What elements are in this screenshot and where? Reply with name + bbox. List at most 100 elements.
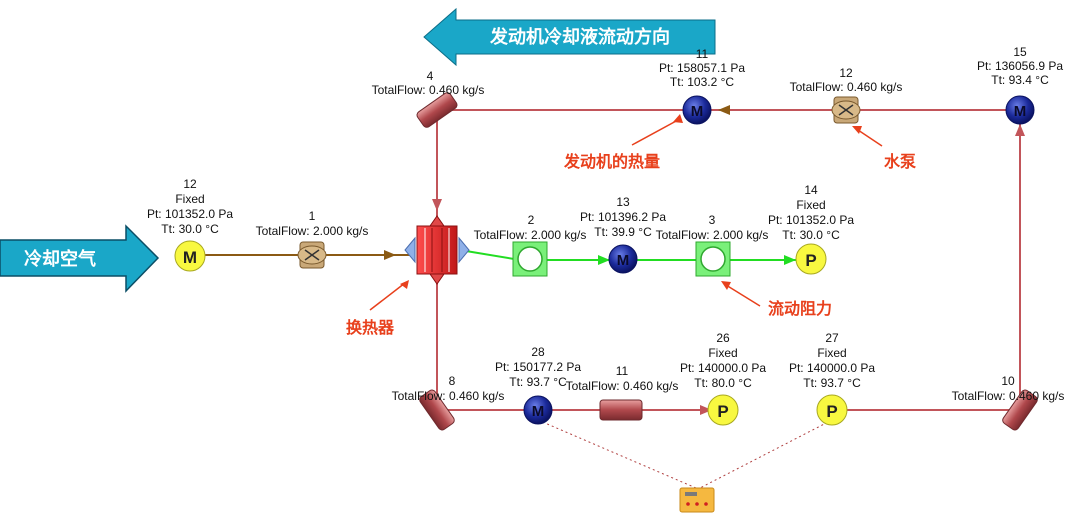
svg-text:TotalFlow: 2.000 kg/s: TotalFlow: 2.000 kg/s xyxy=(656,228,769,242)
annotation-arrows xyxy=(369,114,883,311)
svg-text:Pt: 150177.2 Pa: Pt: 150177.2 Pa xyxy=(495,360,581,374)
svg-text:10: 10 xyxy=(1001,374,1015,388)
svg-text:P: P xyxy=(717,402,728,421)
svg-text:M: M xyxy=(532,403,545,420)
svg-text:P: P xyxy=(826,402,837,421)
pipe-component-11[interactable] xyxy=(599,399,643,421)
cooling-air-banner: 冷却空气 xyxy=(0,224,160,293)
svg-text:Tt: 103.2 °C: Tt: 103.2 °C xyxy=(670,75,734,89)
svg-text:TotalFlow: 2.000 kg/s: TotalFlow: 2.000 kg/s xyxy=(474,228,587,242)
heat-exchanger-annotation: 换热器 xyxy=(346,318,395,337)
svg-text:Pt: 136056.9 Pa: Pt: 136056.9 Pa xyxy=(977,59,1063,73)
node-28-mixer[interactable]: M xyxy=(523,395,553,425)
node-27-fixed[interactable]: P xyxy=(816,394,848,426)
svg-text:Pt: 101396.2 Pa: Pt: 101396.2 Pa xyxy=(580,210,666,224)
svg-text:TotalFlow: 0.460 kg/s: TotalFlow: 0.460 kg/s xyxy=(566,379,679,393)
svg-text:Fixed: Fixed xyxy=(175,192,204,206)
label-node-10: 10 TotalFlow: 0.460 kg/s xyxy=(952,374,1065,403)
coolant-direction-banner: 发动机冷却液流动方向 xyxy=(423,7,716,67)
arrow-down-to-hx xyxy=(432,199,442,211)
heat-exchanger[interactable] xyxy=(404,215,470,285)
resistance-3[interactable] xyxy=(695,241,731,277)
label-node-4: 4 TotalFlow: 0.460 kg/s xyxy=(372,69,485,97)
svg-text:1: 1 xyxy=(309,209,316,223)
svg-text:Fixed: Fixed xyxy=(708,346,737,360)
svg-text:12: 12 xyxy=(839,66,853,80)
svg-text:12: 12 xyxy=(183,177,197,191)
engine-heat-annotation: 发动机的热量 xyxy=(563,152,660,171)
label-node-28: 28 Pt: 150177.2 Pa Tt: 93.7 °C xyxy=(495,345,581,389)
svg-text:11: 11 xyxy=(616,364,629,378)
arrow-up-to-15 xyxy=(1015,124,1025,136)
svg-text:Tt: 30.0 °C: Tt: 30.0 °C xyxy=(161,222,219,236)
node-13-mixer[interactable]: M xyxy=(608,244,638,274)
svg-text:28: 28 xyxy=(531,345,545,359)
svg-text:Tt: 93.7 °C: Tt: 93.7 °C xyxy=(509,375,567,389)
node-15-mixer[interactable]: M xyxy=(1005,95,1035,125)
svg-text:Tt: 39.9 °C: Tt: 39.9 °C xyxy=(594,225,652,239)
svg-text:2: 2 xyxy=(528,213,535,227)
svg-text:M: M xyxy=(617,252,630,269)
coolant-flow-arrows xyxy=(432,124,1025,415)
svg-text:26: 26 xyxy=(716,331,730,345)
svg-text:P: P xyxy=(805,251,816,270)
label-node-11-top: 11 Pt: 158057.1 Pa Tt: 103.2 °C xyxy=(659,47,745,89)
arrow-left-to-11 xyxy=(718,105,730,115)
coolant-direction-text: 发动机冷却液流动方向 xyxy=(489,26,670,48)
label-node-8: 8 TotalFlow: 0.460 kg/s xyxy=(392,374,505,403)
label-node-1: 1 TotalFlow: 2.000 kg/s xyxy=(256,209,369,238)
pipe-component-8[interactable] xyxy=(418,388,456,431)
fan-1[interactable] xyxy=(297,241,327,269)
control-lines xyxy=(537,419,833,489)
svg-text:8: 8 xyxy=(449,374,456,388)
node-11-mixer[interactable]: M xyxy=(682,95,712,125)
svg-text:M: M xyxy=(691,103,704,120)
label-node-3: 3 TotalFlow: 2.000 kg/s xyxy=(656,213,769,242)
pump-annotation: 水泵 xyxy=(884,152,916,171)
svg-text:Tt: 93.4 °C: Tt: 93.4 °C xyxy=(991,73,1049,87)
svg-text:TotalFlow: 0.460 kg/s: TotalFlow: 0.460 kg/s xyxy=(372,83,485,97)
svg-text:14: 14 xyxy=(804,183,818,197)
svg-text:4: 4 xyxy=(427,69,434,83)
node-26-fixed[interactable]: P xyxy=(707,394,739,426)
label-node-14: 14 Fixed Pt: 101352.0 Pa Tt: 30.0 °C xyxy=(768,183,854,242)
svg-text:Fixed: Fixed xyxy=(796,198,825,212)
pipe-component-10[interactable] xyxy=(1001,388,1039,431)
label-node-11-bottom: 11 TotalFlow: 0.460 kg/s xyxy=(566,364,679,393)
svg-text:Tt: 93.7 °C: Tt: 93.7 °C xyxy=(803,376,861,390)
controller-box-icon[interactable] xyxy=(679,487,715,513)
label-node-2: 2 TotalFlow: 2.000 kg/s xyxy=(474,213,587,242)
inner-flow-path xyxy=(459,249,808,265)
svg-text:27: 27 xyxy=(825,331,839,345)
svg-text:Pt: 101352.0 Pa: Pt: 101352.0 Pa xyxy=(147,207,233,221)
pump-12[interactable] xyxy=(831,96,861,124)
svg-text:Fixed: Fixed xyxy=(817,346,846,360)
pipe-component-4[interactable] xyxy=(415,91,458,129)
svg-text:15: 15 xyxy=(1013,45,1027,59)
label-node-15: 15 Pt: 136056.9 Pa Tt: 93.4 °C xyxy=(977,45,1063,87)
svg-text:Pt: 140000.0 Pa: Pt: 140000.0 Pa xyxy=(680,361,766,375)
label-node-13: 13 Pt: 101396.2 Pa Tt: 39.9 °C xyxy=(580,195,666,239)
resistance-2[interactable] xyxy=(512,241,548,277)
arrow-right-to-26 xyxy=(700,405,712,415)
svg-text:3: 3 xyxy=(709,213,716,227)
label-node-12-top: 12 TotalFlow: 0.460 kg/s xyxy=(790,66,903,94)
svg-text:Pt: 140000.0 Pa: Pt: 140000.0 Pa xyxy=(789,361,875,375)
label-node-27: 27 Fixed Pt: 140000.0 Pa Tt: 93.7 °C xyxy=(789,331,875,390)
svg-text:TotalFlow: 0.460 kg/s: TotalFlow: 0.460 kg/s xyxy=(790,80,903,94)
coolant-loop-pipes xyxy=(436,109,1021,411)
node-14-fixed-sink[interactable]: P xyxy=(795,243,827,275)
node-12-fixed-source[interactable]: M xyxy=(174,240,206,272)
svg-text:M: M xyxy=(1014,103,1027,120)
svg-text:M: M xyxy=(183,248,197,267)
svg-text:Tt: 80.0 °C: Tt: 80.0 °C xyxy=(694,376,752,390)
svg-text:TotalFlow: 0.460 kg/s: TotalFlow: 0.460 kg/s xyxy=(392,389,505,403)
svg-text:11: 11 xyxy=(696,47,709,61)
svg-text:TotalFlow: 2.000 kg/s: TotalFlow: 2.000 kg/s xyxy=(256,224,369,238)
label-node-12-fixed: 12 Fixed Pt: 101352.0 Pa Tt: 30.0 °C xyxy=(147,177,233,236)
svg-text:Pt: 158057.1 Pa: Pt: 158057.1 Pa xyxy=(659,61,745,75)
cooling-air-text: 冷却空气 xyxy=(24,248,96,270)
svg-text:13: 13 xyxy=(616,195,630,209)
